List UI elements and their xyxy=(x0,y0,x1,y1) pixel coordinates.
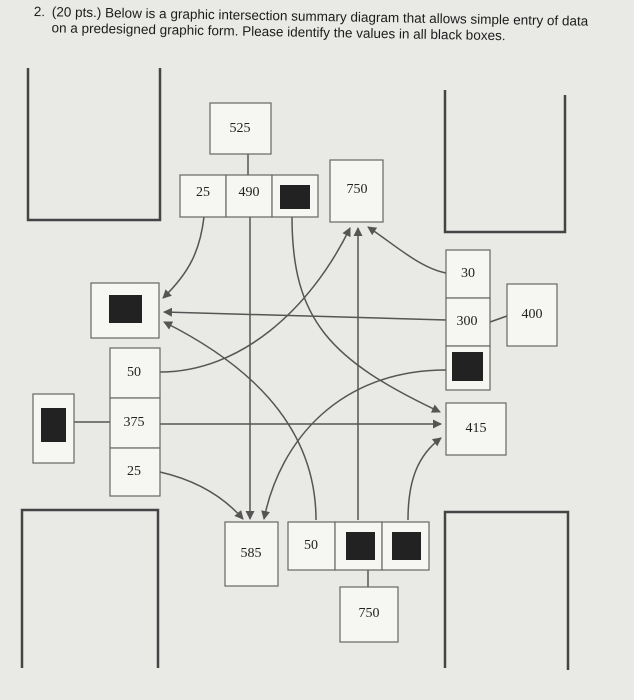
value-north-top: 525 xyxy=(230,121,251,136)
box-north-left xyxy=(179,174,227,218)
arrow-east-through xyxy=(163,307,447,321)
value-north-left: 25 xyxy=(196,185,210,200)
box-west-right xyxy=(109,447,161,497)
boxes xyxy=(32,102,558,643)
value-south-bottom: 750 xyxy=(359,606,380,621)
movement-arrows xyxy=(159,216,447,521)
arrow-east-left xyxy=(261,369,447,520)
curb-northeast xyxy=(443,90,567,234)
box-west-left xyxy=(109,347,161,399)
box-east-through xyxy=(445,297,491,347)
value-east-exit: 415 xyxy=(466,421,487,436)
box-north-top xyxy=(209,102,272,155)
arrow-west-right xyxy=(159,471,244,520)
box-west-through xyxy=(109,397,161,449)
value-east-total: 400 xyxy=(522,307,543,322)
box-south-bottom xyxy=(339,586,399,643)
value-north-through: 490 xyxy=(239,185,260,200)
value-north-exit: 750 xyxy=(347,182,368,197)
black-box-west-exit xyxy=(109,295,142,323)
value-south-right: 50 xyxy=(304,538,318,553)
value-west-left: 50 xyxy=(127,365,141,380)
value-east-through: 300 xyxy=(457,314,478,329)
arrow-west-left xyxy=(159,227,351,373)
value-west-through: 375 xyxy=(124,415,145,430)
value-south-exit: 585 xyxy=(241,546,262,561)
black-box-west-total xyxy=(41,408,66,442)
black-box-south-left xyxy=(392,532,421,560)
value-east-left: 30 xyxy=(461,266,475,281)
curb-southeast xyxy=(443,510,570,670)
arrow-north-left xyxy=(162,216,205,299)
box-east-total xyxy=(506,283,558,347)
box-east-left xyxy=(445,249,491,299)
box-south-right xyxy=(287,521,336,571)
box-south-exit xyxy=(224,521,279,587)
black-box-south-through xyxy=(346,532,375,560)
black-box-north-right xyxy=(280,185,310,209)
arrow-north-right xyxy=(291,216,441,413)
box-north-exit xyxy=(329,159,384,223)
arrow-east-right xyxy=(367,226,447,274)
arrow-south-right xyxy=(407,437,442,521)
box-east-exit xyxy=(445,402,507,456)
curb-northwest xyxy=(26,68,162,222)
box-values: 525 25 490 750 30 300 400 415 50 375 25 … xyxy=(124,121,543,621)
black-boxes xyxy=(41,185,483,560)
box-west-exit xyxy=(90,282,160,339)
curb-lines xyxy=(20,68,570,670)
black-box-east-right xyxy=(452,352,483,381)
arrow-south-left xyxy=(163,321,317,521)
value-west-right: 25 xyxy=(127,464,141,479)
curb-southwest xyxy=(20,508,160,668)
